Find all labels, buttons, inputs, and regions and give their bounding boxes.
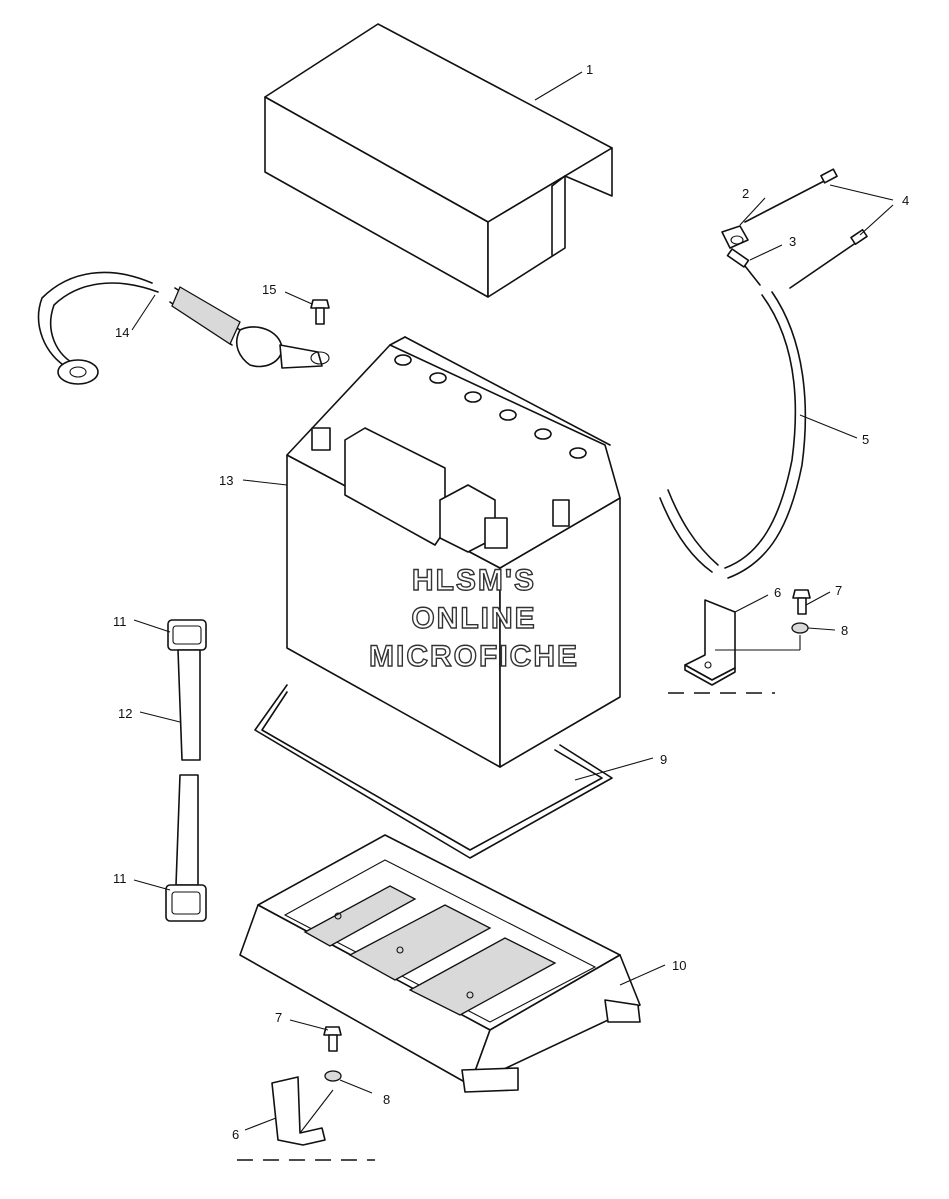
watermark-line-1: HLSM'S [412, 564, 536, 597]
callout-12: 12 [118, 706, 132, 721]
part-9-battery-pad [254, 684, 613, 859]
part-6-hold-down-bracket-lower [237, 1076, 375, 1161]
callout-1: 1 [586, 62, 593, 77]
part-7-bolt-upper [792, 589, 811, 615]
callout-9: 9 [660, 752, 667, 767]
watermark-line-3: MICROFICHE [369, 640, 579, 673]
part-6-hold-down-bracket-upper [668, 599, 775, 694]
callout-15: 15 [262, 282, 276, 297]
callout-14: 14 [115, 325, 129, 340]
part-8-washer-upper [791, 622, 809, 634]
part-1-battery-cover [264, 23, 613, 298]
callout-11-bottom: 11 [113, 871, 127, 886]
callout-4: 4 [902, 193, 909, 208]
part-4-terminal-screws [744, 168, 868, 289]
part-8-washer-lower [324, 1070, 342, 1082]
callout-13: 13 [219, 473, 233, 488]
part-13-battery [286, 336, 621, 768]
callout-2: 2 [742, 186, 749, 201]
part-10-battery-tray [239, 834, 641, 1093]
callout-8-lower: 8 [383, 1092, 390, 1107]
callout-7-lower: 7 [275, 1010, 282, 1025]
callout-6-lower: 6 [232, 1127, 239, 1142]
callout-leaders [131, 71, 894, 1131]
part-14-ground-cable [37, 271, 330, 385]
part-2-terminal-nut [721, 225, 749, 249]
part-12-hold-down-strap [175, 649, 201, 886]
part-11-strap-buckle-bottom [165, 884, 207, 922]
callout-3: 3 [789, 234, 796, 249]
part-5-positive-cable [659, 291, 807, 579]
callout-6-upper: 6 [774, 585, 781, 600]
part-11-strap-buckle-top [167, 619, 207, 651]
part-7-bolt-lower [323, 1026, 342, 1052]
part-3-terminal-bolt [726, 248, 761, 286]
callout-7-upper: 7 [835, 583, 842, 598]
watermark-line-2: ONLINE [411, 602, 536, 635]
callout-11-top: 11 [113, 614, 127, 629]
callout-5: 5 [862, 432, 869, 447]
part-15-bolt [310, 299, 330, 325]
callout-8-upper: 8 [841, 623, 848, 638]
callout-10: 10 [672, 958, 686, 973]
